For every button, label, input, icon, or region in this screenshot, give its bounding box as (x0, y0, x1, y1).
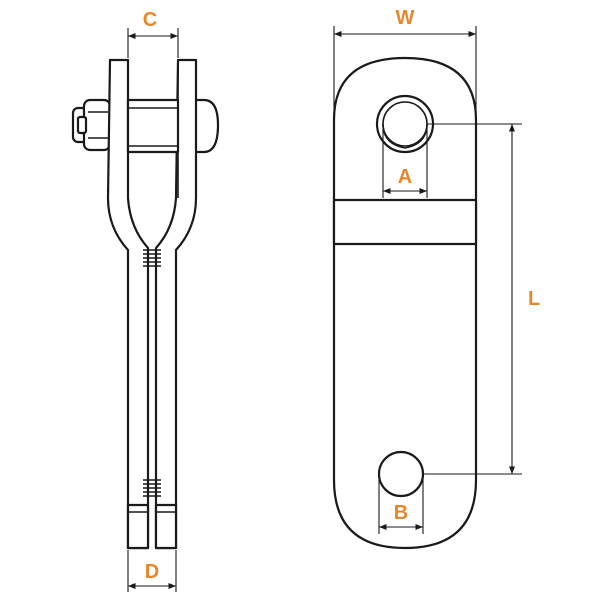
label-w: W (396, 7, 415, 29)
label-c: C (143, 9, 157, 31)
label-b: B (394, 502, 408, 524)
lower-hole (377, 450, 425, 498)
dimension-w: W (333, 7, 477, 115)
serration-upper (143, 249, 161, 267)
plate-band (332, 198, 478, 246)
label-l: L (528, 288, 540, 310)
label-a: A (398, 166, 412, 188)
dimension-a: A (382, 124, 428, 198)
serration-lower (143, 479, 161, 497)
clevis-body (106, 58, 198, 550)
upper-hole (375, 94, 435, 154)
label-d: D (145, 561, 159, 583)
dimension-l: L (423, 123, 540, 475)
front-view: W A B L (332, 7, 540, 550)
dimension-d: D (127, 550, 177, 592)
dimension-c: C (127, 9, 179, 58)
side-view: C D (71, 9, 220, 592)
hex-nut (71, 98, 112, 152)
link-plate (332, 56, 478, 550)
dimension-b: B (378, 474, 424, 534)
